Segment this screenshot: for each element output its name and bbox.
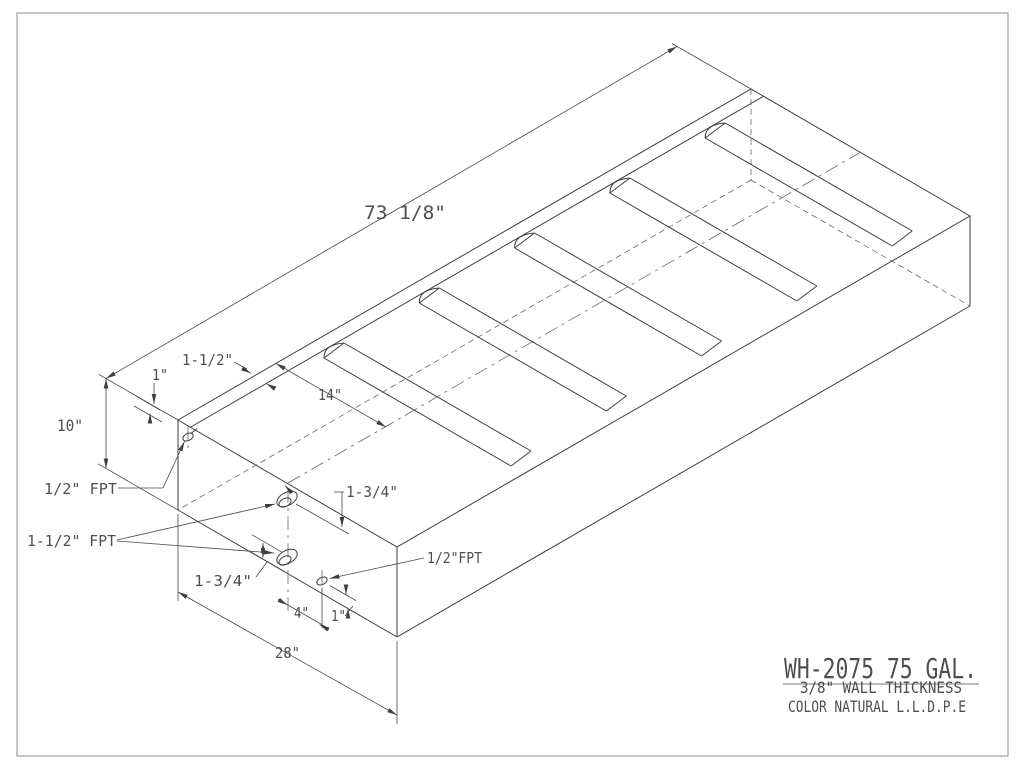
fpt-side-pair-label: 1-1/2" FPT (27, 532, 116, 550)
dim-fitting-bottom-offset: 1-3/4" (194, 534, 285, 590)
dim-lip-offset-label: 1" (152, 366, 168, 384)
dim-slot-to-center: 14" (275, 363, 387, 428)
vent-slot (418, 287, 627, 412)
title-material: COLOR NATURAL L.L.D.P.E (788, 697, 966, 716)
centerlines (187, 151, 862, 612)
vent-slot (514, 232, 722, 357)
title-block: WH-2075 75 GAL. 3/8" WALL THICKNESS COLO… (783, 652, 979, 716)
dim-overall-width: 28" (177, 514, 398, 724)
dim-overall-length: 73 1/8" (98, 43, 752, 421)
sheet-border (16, 12, 1009, 757)
dim-overall-height: 10" (57, 378, 179, 511)
rim-lip-edge (189, 96, 764, 428)
fitting-1-1-2-fpt-lower (276, 548, 298, 566)
dim-drain-spacing-label: 4" (294, 604, 309, 622)
dim-lip-width-label: 1-1/2" (182, 351, 233, 369)
vent-slot (323, 342, 532, 467)
dim-lip-width: 1-1/2" (182, 351, 277, 391)
leader-fpt-bottom: 1/2"FPT (329, 549, 482, 579)
fitting-1-1-2-fpt-upper (276, 490, 298, 508)
dim-fitting-bottom-offset-label: 1-3/4" (194, 572, 252, 590)
dim-drain-height-label: 1" (331, 607, 346, 625)
leader-fpt-top-left: 1/2" FPT (44, 441, 185, 498)
dim-fitting-top-offset-label: 1-3/4" (346, 483, 398, 501)
vent-slot (704, 122, 913, 247)
dim-drain-spacing: 4" (277, 597, 330, 632)
dim-slot-to-center-label: 14" (318, 386, 342, 404)
dim-drain-height: 1" (329, 584, 357, 625)
leader-fpt-side-pair: 1-1/2" FPT (27, 503, 276, 555)
hidden-edges (177, 89, 971, 511)
fitting-1-2-fpt-top-left (182, 428, 198, 442)
dim-overall-width-label: 28" (275, 644, 300, 662)
dim-overall-height-label: 10" (57, 416, 83, 435)
vent-slot (609, 177, 818, 302)
fittings (182, 428, 328, 628)
dim-overall-length-label: 73 1/8" (364, 202, 446, 224)
dim-lip-offset: 1" (133, 366, 168, 424)
fpt-top-left-label: 1/2" FPT (44, 480, 117, 498)
title-model: WH-2075 75 GAL. (784, 652, 977, 685)
fpt-bottom-label: 1/2"FPT (427, 549, 482, 567)
dim-fitting-top-offset: 1-3/4" (284, 483, 398, 535)
title-wall-thickness: 3/8" WALL THICKNESS (800, 678, 962, 697)
vent-slots (323, 122, 913, 467)
